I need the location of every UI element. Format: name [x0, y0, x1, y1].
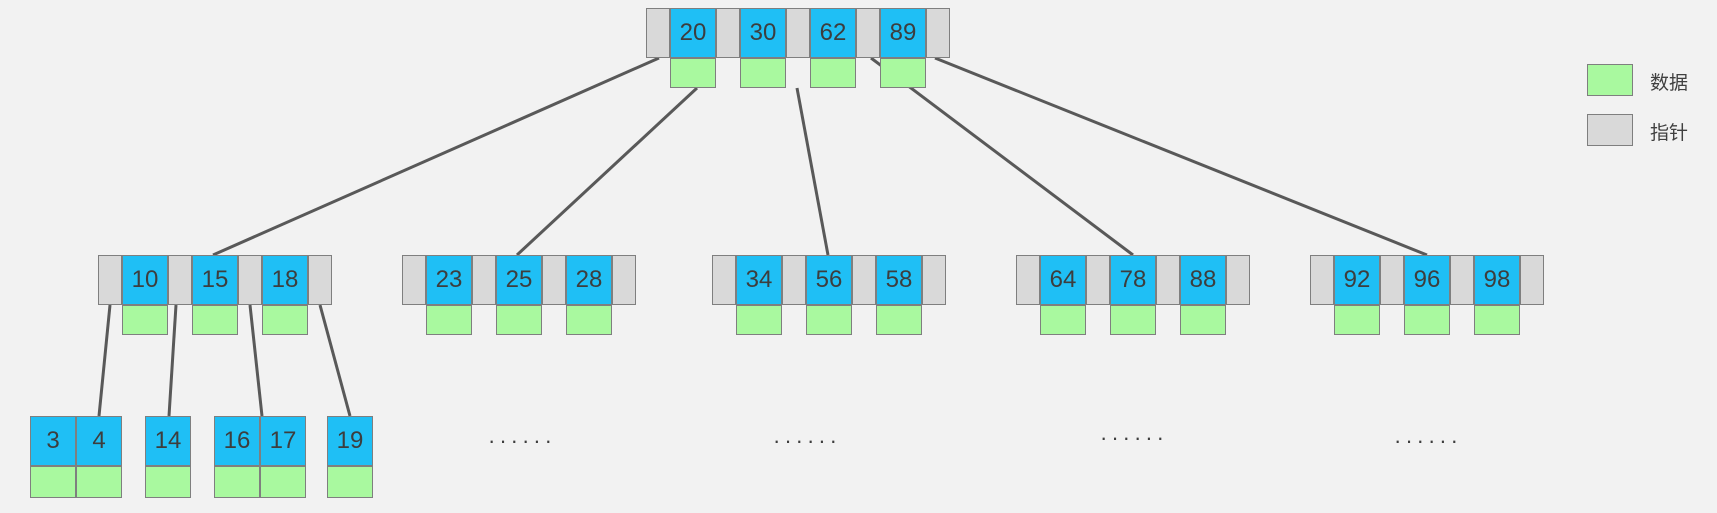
node-data [1110, 305, 1156, 335]
leaf-key: 14 [145, 416, 191, 466]
link-root-to-node-2 [515, 86, 699, 257]
link-root-to-node-4 [870, 56, 1134, 257]
root-pointer [786, 8, 810, 58]
legend-pointer-label: 指针 [1650, 122, 1689, 144]
node-key: 96 [1404, 255, 1450, 305]
node-pointer [168, 255, 192, 305]
node-pointer [542, 255, 566, 305]
legend-data-label: 数据 [1650, 72, 1689, 94]
ellipsis: ······ [488, 428, 556, 453]
node-data [736, 305, 782, 335]
root-data [810, 58, 856, 88]
node-pointer [98, 255, 122, 305]
link-root-to-node-5 [934, 56, 1428, 257]
leaf-data [214, 466, 260, 498]
root-pointer [856, 8, 880, 58]
legend-pointer-swatch [1587, 114, 1633, 146]
node-key: 10 [122, 255, 168, 305]
node-pointer [308, 255, 332, 305]
ellipsis: ······ [1100, 425, 1168, 450]
ellipsis: ······ [1394, 428, 1462, 453]
node-key: 64 [1040, 255, 1086, 305]
node-key: 92 [1334, 255, 1380, 305]
node-key: 15 [192, 255, 238, 305]
node-pointer [782, 255, 806, 305]
legend-data-swatch [1587, 64, 1633, 96]
leaf-key: 3 [30, 416, 76, 466]
node-key: 25 [496, 255, 542, 305]
node-key: 56 [806, 255, 852, 305]
node-pointer [1016, 255, 1040, 305]
root-key: 62 [810, 8, 856, 58]
node-pointer [612, 255, 636, 305]
ellipsis: ······ [773, 428, 841, 453]
node-data [426, 305, 472, 335]
node-data [806, 305, 852, 335]
root-pointer [716, 8, 740, 58]
node-key: 23 [426, 255, 472, 305]
root-data [880, 58, 926, 88]
root-key: 30 [740, 8, 786, 58]
root-pointer [646, 8, 670, 58]
node-key: 18 [262, 255, 308, 305]
node-data [1040, 305, 1086, 335]
node-key: 98 [1474, 255, 1520, 305]
node-pointer [852, 255, 876, 305]
node-key: 88 [1180, 255, 1226, 305]
link-node-1-to-leaf-3 [248, 304, 264, 417]
node-data [566, 305, 612, 335]
node-data [1474, 305, 1520, 335]
root-key: 89 [880, 8, 926, 58]
link-node-1-to-leaf-2 [167, 304, 178, 417]
node-data [496, 305, 542, 335]
node-key: 34 [736, 255, 782, 305]
node-data [876, 305, 922, 335]
node-data [1180, 305, 1226, 335]
node-pointer [1380, 255, 1404, 305]
leaf-key: 4 [76, 416, 122, 466]
link-node-1-to-leaf-4 [318, 304, 352, 417]
node-key: 28 [566, 255, 612, 305]
link-root-to-node-1 [212, 56, 660, 257]
node-pointer [402, 255, 426, 305]
leaf-data [76, 466, 122, 498]
leaf-data [30, 466, 76, 498]
root-data [740, 58, 786, 88]
node-pointer [1310, 255, 1334, 305]
root-pointer [926, 8, 950, 58]
leaf-data [260, 466, 306, 498]
node-data [192, 305, 238, 335]
leaf-key: 19 [327, 416, 373, 466]
node-key: 58 [876, 255, 922, 305]
node-pointer [1086, 255, 1110, 305]
node-data [262, 305, 308, 335]
node-data [1334, 305, 1380, 335]
node-pointer [1226, 255, 1250, 305]
root-data [670, 58, 716, 88]
node-pointer [238, 255, 262, 305]
link-root-to-node-3 [795, 87, 830, 256]
leaf-data [327, 466, 373, 498]
node-pointer [1156, 255, 1180, 305]
node-pointer [922, 255, 946, 305]
leaf-data [145, 466, 191, 498]
node-key: 78 [1110, 255, 1156, 305]
leaf-key: 16 [214, 416, 260, 466]
root-key: 20 [670, 8, 716, 58]
node-pointer [1450, 255, 1474, 305]
node-data [1404, 305, 1450, 335]
node-pointer [712, 255, 736, 305]
node-pointer [472, 255, 496, 305]
leaf-key: 17 [260, 416, 306, 466]
node-pointer [1520, 255, 1544, 305]
link-node-1-to-leaf-1 [97, 304, 112, 417]
node-data [122, 305, 168, 335]
